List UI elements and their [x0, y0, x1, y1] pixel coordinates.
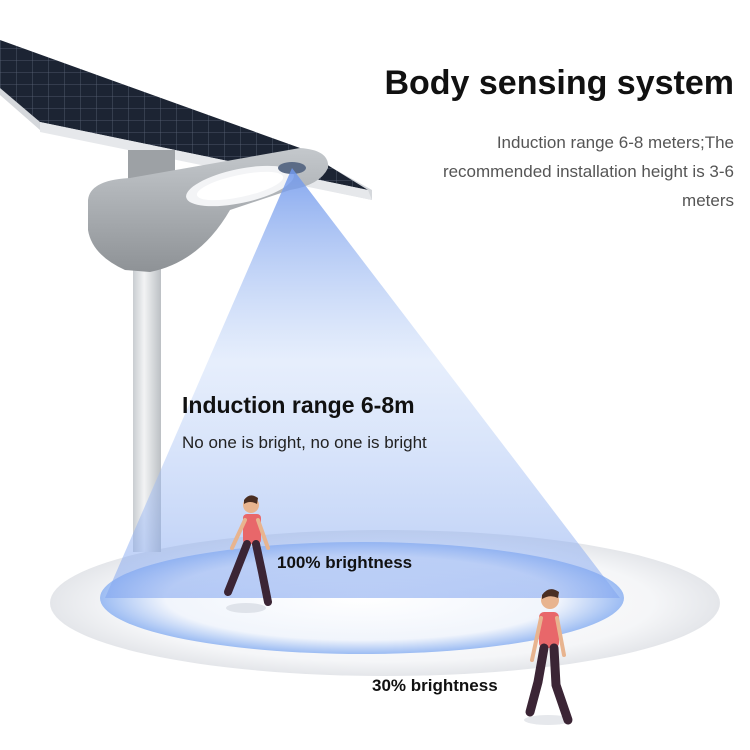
walking-person-icon: [524, 589, 573, 725]
system-description: Induction range 6-8 meters;The recommend…: [442, 133, 734, 210]
low-brightness-label: 30% brightness: [372, 676, 498, 695]
page-title: Body sensing system: [384, 64, 734, 102]
full-brightness-label: 100% brightness: [277, 553, 413, 572]
range-subtitle: No one is bright, no one is bright: [182, 433, 427, 452]
sensing-cone: [105, 168, 620, 598]
walking-person-icon: [224, 495, 272, 613]
lamp-head-icon: [88, 148, 329, 272]
range-heading: Induction range 6-8m: [182, 392, 415, 418]
